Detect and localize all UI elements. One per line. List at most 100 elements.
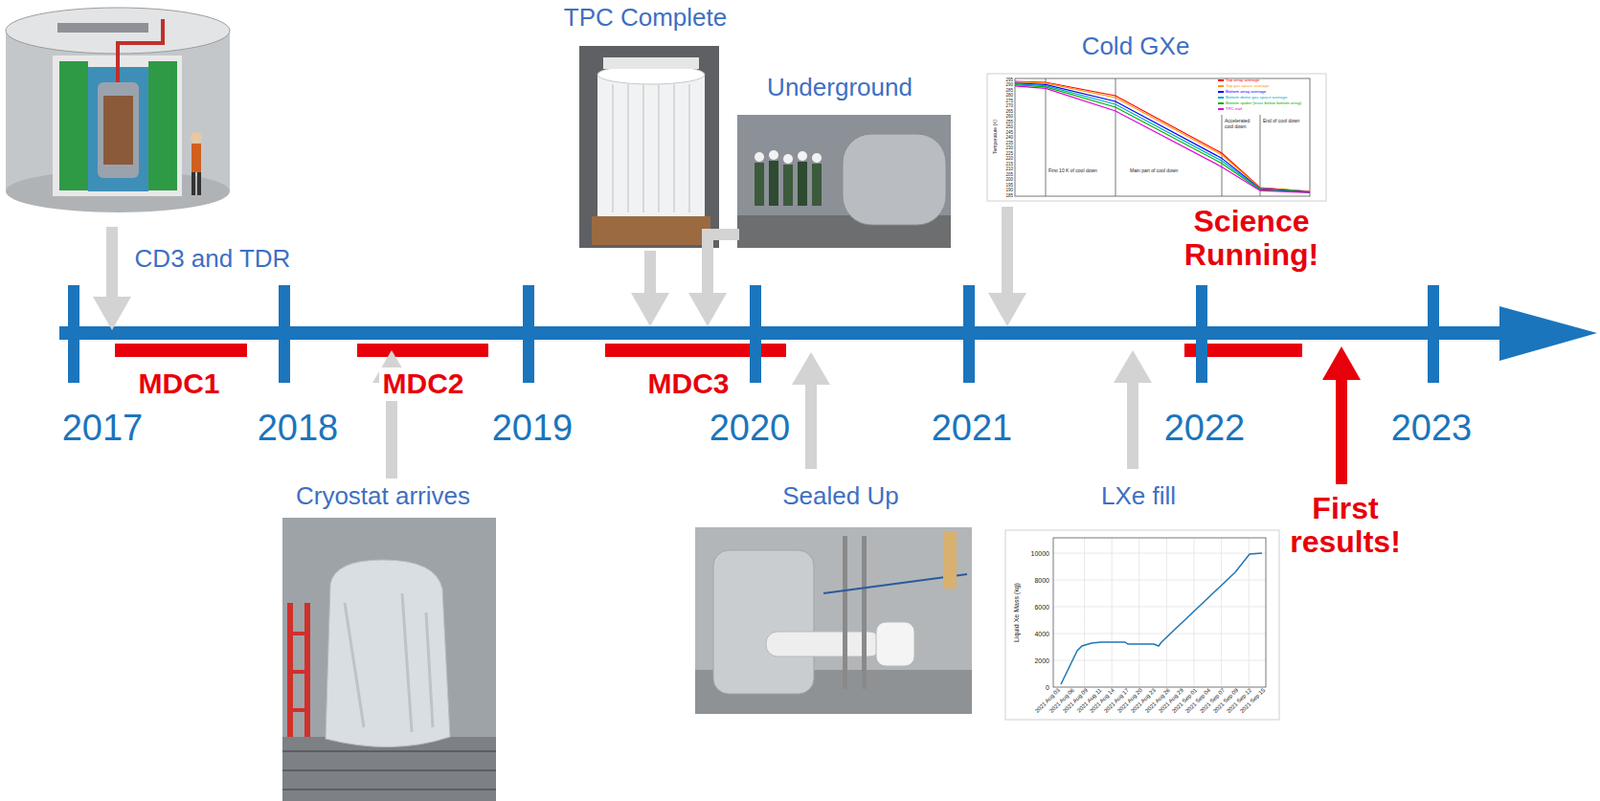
campaign-label: MDC2 (379, 367, 467, 402)
cooldown-plot (987, 73, 1327, 202)
tick-label: 275 (1005, 99, 1014, 105)
tick-label: 245 (1005, 131, 1014, 136)
plot-annotation: First 10 K of cool down (1048, 168, 1098, 175)
year-label: 2018 (254, 407, 342, 451)
detector-illustration (5, 7, 230, 213)
tick-label: 280 (1005, 93, 1014, 99)
underground-photo (754, 152, 765, 162)
tick-label: 255 (1005, 120, 1014, 126)
cryostat-photo (287, 670, 311, 675)
cryostat-photo (282, 518, 496, 801)
tick-label: 195 (1005, 183, 1014, 189)
tick-label: 2000 (1034, 657, 1050, 665)
year-tick (1427, 285, 1440, 384)
campaign-bar (114, 343, 248, 358)
detector-illustration (59, 61, 89, 191)
tpc-photo (642, 84, 645, 213)
tick-label: 230 (1005, 146, 1014, 152)
results-arrow (1322, 346, 1361, 381)
tick-label: 295 (1005, 78, 1014, 84)
milestone-arrow (791, 352, 831, 385)
milestone-arrow (1113, 350, 1152, 384)
underground-photo (754, 162, 765, 206)
cryostat-photo (344, 593, 433, 733)
underground-photo (737, 114, 951, 248)
timeline-axis (59, 326, 1506, 340)
cooldown-plot (987, 73, 1327, 202)
milestone-arrow (630, 292, 670, 327)
underground-photo (797, 151, 808, 161)
milestone-arrow (1001, 206, 1014, 295)
tick-label: 240 (1005, 135, 1014, 141)
tpc-photo (579, 45, 720, 248)
milestone-arrow (688, 292, 727, 327)
cryostat-photo (282, 750, 496, 753)
tick-label: 260 (1005, 114, 1014, 120)
fill-plot (1166, 538, 1168, 688)
plot-annotation: Accelerated cool down (1224, 118, 1258, 131)
sealed-up-photo (861, 536, 867, 690)
tick-label: 6000 (1034, 604, 1050, 611)
milestone-arrow (92, 296, 132, 331)
cooldown-plot (1260, 114, 1262, 197)
tick-label: 270 (1005, 104, 1014, 110)
detector-illustration (197, 172, 202, 196)
fill-plot (1060, 553, 1262, 685)
fill-plot (1053, 633, 1266, 635)
milestone-arrow (707, 234, 740, 295)
fill-plot (1083, 538, 1085, 688)
tick-label: 8000 (1034, 577, 1050, 585)
fill-plot (1138, 538, 1140, 688)
cooldown-plot (1014, 84, 1310, 193)
milestone-arrow (644, 250, 656, 295)
cooldown-plot (1014, 81, 1310, 192)
tick-label: 4000 (1034, 630, 1050, 638)
legend-text: TPC trail (1225, 106, 1242, 112)
legend-text: Top array average (1225, 77, 1260, 83)
year-label: 2022 (1161, 407, 1249, 451)
fill-plot (1111, 538, 1113, 688)
tick-label: 190 (1005, 188, 1014, 194)
cryostat-photo (282, 788, 496, 791)
campaign-label: MDC1 (135, 367, 223, 402)
underground-photo (811, 153, 822, 163)
cooldown-plot (1014, 86, 1310, 194)
fill-plot (1220, 538, 1222, 688)
year-label: 2023 (1388, 407, 1476, 451)
milestone-label: Cryostat arrives (292, 482, 474, 512)
legend-text: Bottom dome gas space average (1225, 94, 1287, 100)
fill-plot (1053, 607, 1266, 609)
tick-label: 220 (1005, 157, 1014, 162)
cryostat-photo (287, 631, 311, 636)
cryostat-photo (282, 518, 496, 801)
year-label: 2020 (706, 407, 794, 451)
tick-label: 185 (1005, 194, 1014, 200)
tpc-photo (603, 57, 699, 69)
sealed-up-photo (943, 531, 957, 589)
year-tick (963, 285, 975, 384)
tick-label: 0 (1045, 684, 1050, 692)
results-arrow (1322, 346, 1361, 485)
legend-swatch (1217, 85, 1224, 88)
campaign-bar (114, 343, 1303, 358)
legend-swatch (1217, 79, 1224, 82)
tick-label: 205 (1005, 173, 1014, 179)
tick-label: 250 (1005, 125, 1014, 131)
year-tick (67, 285, 80, 384)
cooldown-plot (1014, 85, 1310, 193)
detector-illustration (103, 95, 134, 165)
status-label: Science Running! (1181, 204, 1322, 272)
tpc-photo (611, 84, 614, 213)
sealed-up-photo (695, 527, 972, 715)
tpc-photo (579, 45, 720, 248)
cooldown-plot (1014, 78, 1310, 197)
results-arrow (1335, 378, 1348, 485)
underground-photo (842, 134, 947, 226)
detector-illustration (57, 22, 149, 33)
tick-label: 215 (1005, 162, 1014, 168)
legend-swatch (1217, 96, 1224, 99)
tick-label: 10000 (1031, 550, 1050, 558)
status-label: First results! (1286, 492, 1404, 560)
